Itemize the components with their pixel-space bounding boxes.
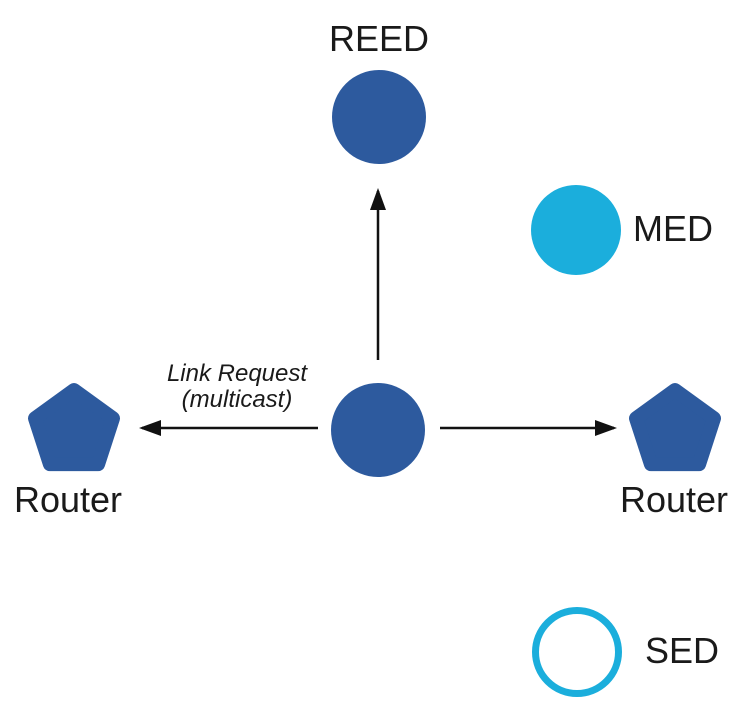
left-router-label: Router bbox=[13, 479, 123, 520]
link-request-annotation: Link Request (multicast) bbox=[167, 361, 307, 413]
link-request-line1: Link Request bbox=[166, 360, 308, 387]
reed-label: REED bbox=[328, 18, 430, 59]
right-router-label: Router bbox=[619, 479, 729, 520]
sed-label: SED bbox=[645, 630, 720, 671]
pentagon-shape bbox=[28, 383, 120, 472]
med-label: MED bbox=[633, 208, 713, 249]
right-router-pentagon-icon bbox=[629, 383, 721, 472]
center-node-icon bbox=[331, 383, 425, 477]
reed-node-icon bbox=[332, 70, 426, 164]
sed-node-icon bbox=[532, 607, 622, 697]
link-request-line2: (multicast) bbox=[181, 386, 293, 413]
left-router-pentagon-icon bbox=[28, 383, 120, 472]
med-node-icon bbox=[531, 185, 621, 275]
pentagon-shape bbox=[629, 383, 721, 472]
